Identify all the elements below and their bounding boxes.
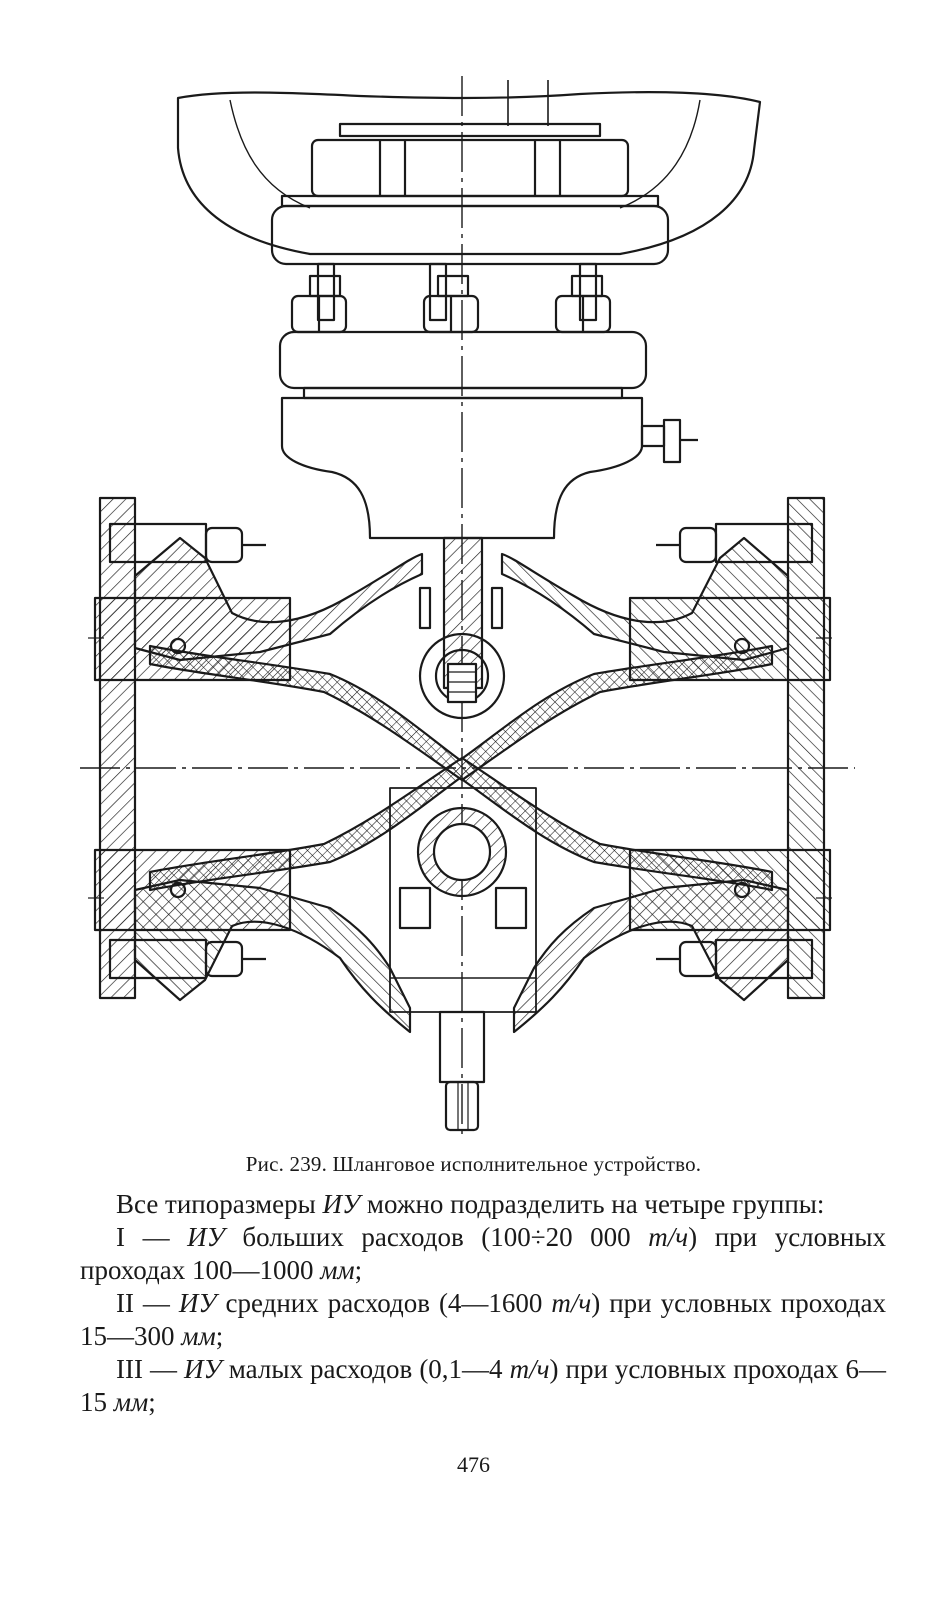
text-run: II — (116, 1288, 179, 1318)
text-run: можно подразделить на четыре группы: (360, 1189, 825, 1219)
italic-run: т/ч (648, 1222, 689, 1252)
italic-run: т/ч (551, 1288, 592, 1318)
text-run: малых расходов (0,1—4 (221, 1354, 510, 1384)
paragraph: Все типоразмеры ИУ можно подразделить на… (80, 1188, 886, 1221)
upper-flange (278, 330, 648, 390)
text-run: I — (116, 1222, 188, 1252)
italic-run: мм (320, 1255, 355, 1285)
italic-run: ИУ (322, 1189, 361, 1219)
hose-upper (148, 644, 774, 782)
page-number: 476 (457, 1452, 490, 1477)
hose-valve-drawing (80, 76, 855, 1140)
text-run: ) при условных проходах 100—1000 (80, 1222, 886, 1285)
paragraph: I — ИУ больших расходов (100÷20 000 т/ч)… (80, 1221, 886, 1287)
italic-run: т/ч (509, 1354, 550, 1384)
right-flange-bolts (656, 522, 814, 980)
cover-plate (270, 204, 670, 266)
bonnet (280, 396, 644, 540)
paragraph: III — ИУ малых расходов (0,1—4 т/ч) при … (80, 1353, 886, 1419)
italic-run: ИУ (178, 1288, 217, 1318)
upper-bolts (290, 262, 612, 334)
text-run: больших расходов (100÷20 000 (224, 1222, 649, 1252)
italic-run: мм (113, 1387, 149, 1417)
italic-run: ИУ (184, 1354, 222, 1384)
left-flange-bolts (108, 522, 266, 980)
actuator-housing (176, 90, 762, 256)
text-run: средних расходов (4—1600 (216, 1288, 552, 1318)
italic-run: ИУ (187, 1222, 225, 1252)
text-run: ) при условных проходах 6—15 (80, 1354, 886, 1417)
top-hex-nut-block (280, 122, 660, 208)
body-text: Все типоразмеры ИУ можно подразделить на… (80, 1188, 886, 1419)
text-run: ; (148, 1387, 156, 1417)
upper-clamp-ring (418, 632, 506, 720)
text-run: ) при условных проходах 15—300 (80, 1288, 887, 1351)
hose-lower (148, 756, 774, 892)
text-run: Все типоразмеры (116, 1189, 323, 1219)
text-run: ; (354, 1255, 363, 1285)
figure-caption: Рис. 239. Шланговое исполнительное устро… (245, 1152, 702, 1176)
italic-run: мм (181, 1321, 216, 1351)
text-run: ; (215, 1321, 224, 1351)
paragraph: II — ИУ средних расходов (4—1600 т/ч) пр… (80, 1287, 886, 1353)
text-run: III — (116, 1354, 185, 1384)
lower-body-shell (133, 878, 412, 1034)
upper-body-shell (133, 536, 424, 662)
